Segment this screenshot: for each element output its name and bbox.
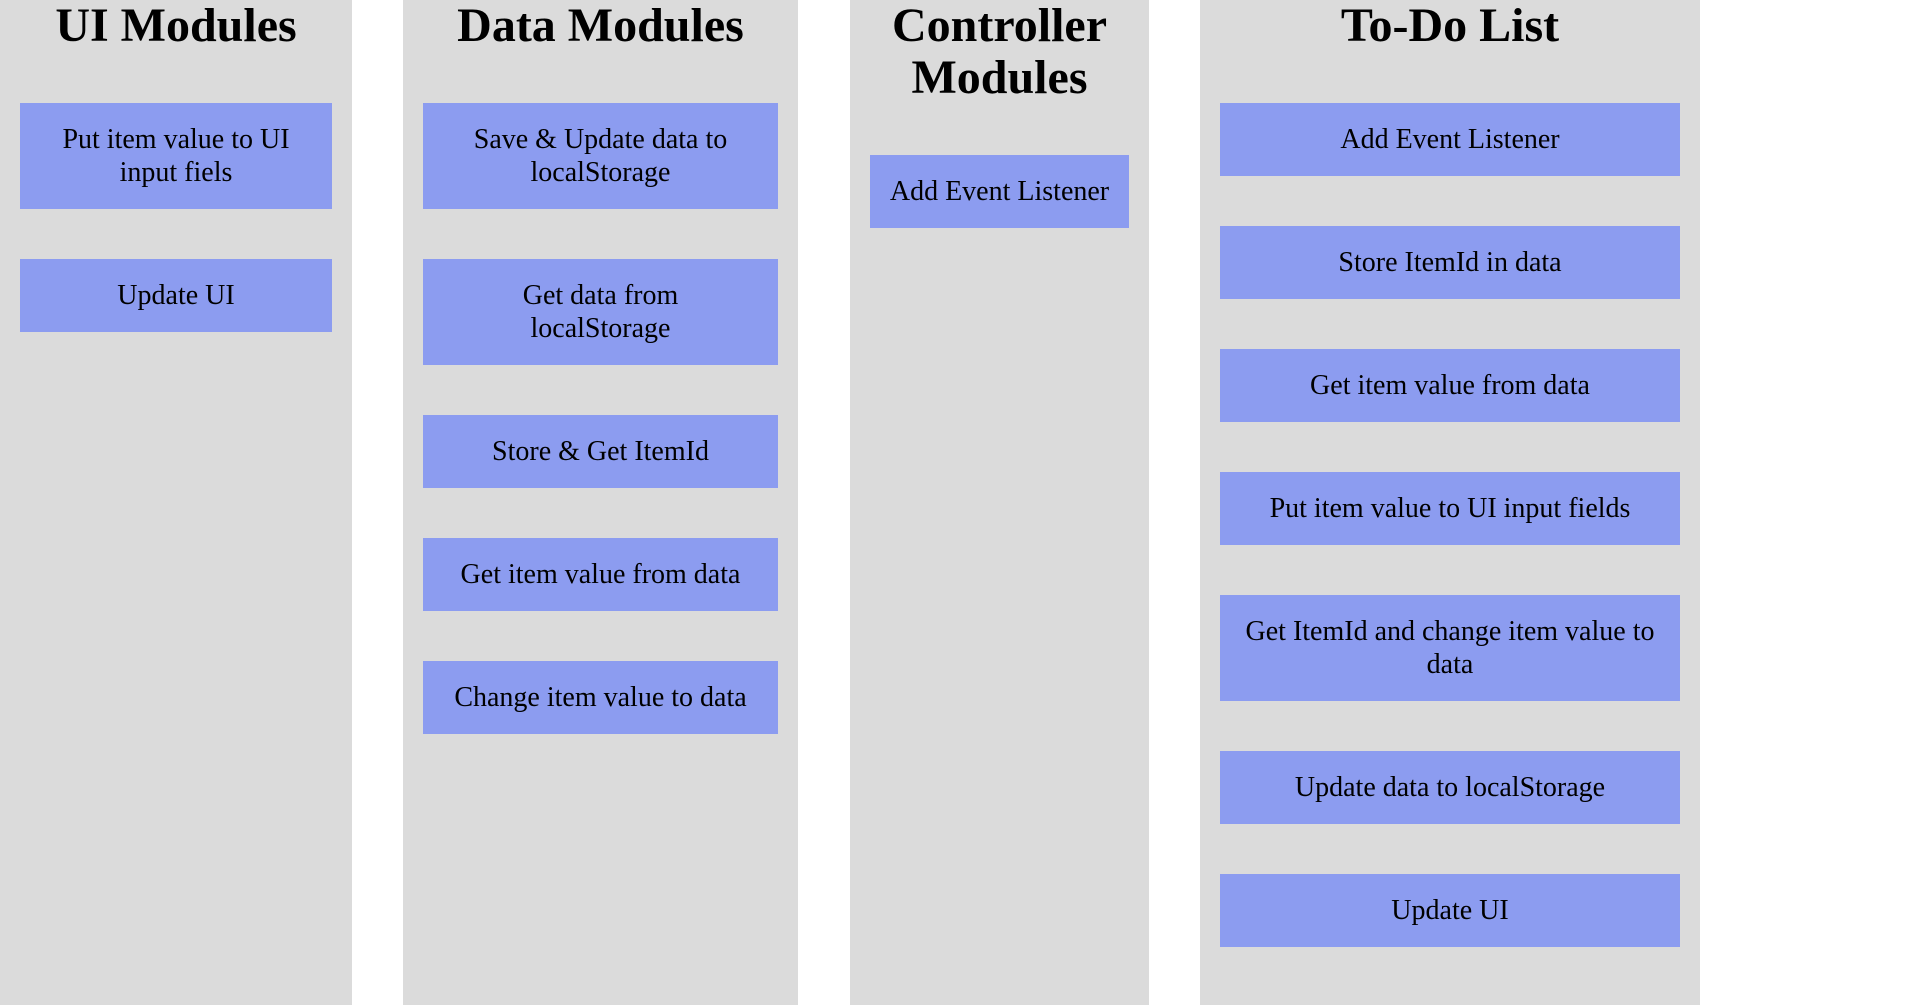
column-title-ui-modules: UI Modules [55, 0, 297, 52]
column-todo-list: To-Do List Add Event Listener Store Item… [1200, 0, 1700, 1005]
column-title-data-modules: Data Modules [457, 0, 744, 52]
column-title-todo-list: To-Do List [1340, 0, 1560, 52]
module-box-update-ui[interactable]: Update UI [20, 259, 332, 332]
module-box-get-item-value[interactable]: Get item value from data [423, 538, 778, 611]
column-title-controller-modules: Controller Modules [891, 0, 1108, 104]
flow-step-get-item-value[interactable]: Get item value from data [1220, 349, 1680, 422]
flow-step-update-ui[interactable]: Update UI [1220, 874, 1680, 947]
module-box-store-get-itemid[interactable]: Store & Get ItemId [423, 415, 778, 488]
flow-step-store-itemid[interactable]: Store ItemId in data [1220, 226, 1680, 299]
module-box-change-item-value[interactable]: Change item value to data [423, 661, 778, 734]
module-box-add-event-listener[interactable]: Add Event Listener [870, 155, 1129, 228]
column-controller-modules: Controller Modules Add Event Listener [850, 0, 1149, 1005]
column-data-modules: Data Modules Save & Update data to local… [403, 0, 798, 1005]
column-ui-modules: UI Modules Put item value to UI input fi… [0, 0, 352, 1005]
module-box-get-data[interactable]: Get data from localStorage [423, 259, 778, 365]
module-box-put-item-value-to-ui[interactable]: Put item value to UI input fiels [20, 103, 332, 209]
flow-step-update-data[interactable]: Update data to localStorage [1220, 751, 1680, 824]
flow-step-add-event-listener[interactable]: Add Event Listener [1220, 103, 1680, 176]
module-box-save-update-data[interactable]: Save & Update data to localStorage [423, 103, 778, 209]
flow-step-put-item-value[interactable]: Put item value to UI input fields [1220, 472, 1680, 545]
flow-step-get-itemid-change-value[interactable]: Get ItemId and change item value to data [1220, 595, 1680, 701]
